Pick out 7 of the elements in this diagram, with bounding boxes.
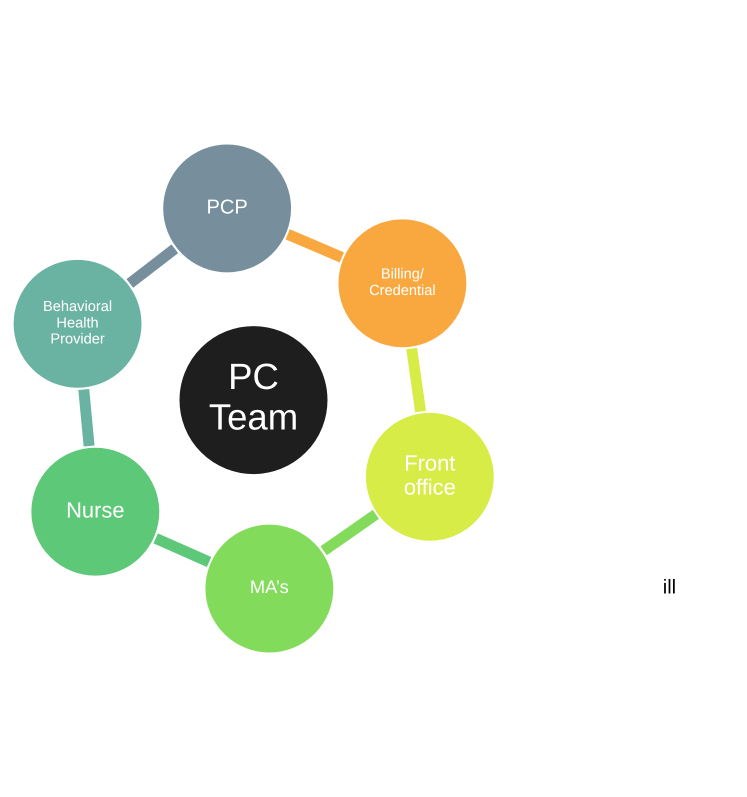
connector	[153, 533, 212, 567]
connector	[126, 244, 178, 288]
connector	[406, 348, 426, 412]
connector	[320, 510, 379, 556]
label: ill	[662, 576, 676, 599]
connector	[286, 229, 344, 262]
connector	[78, 389, 95, 447]
